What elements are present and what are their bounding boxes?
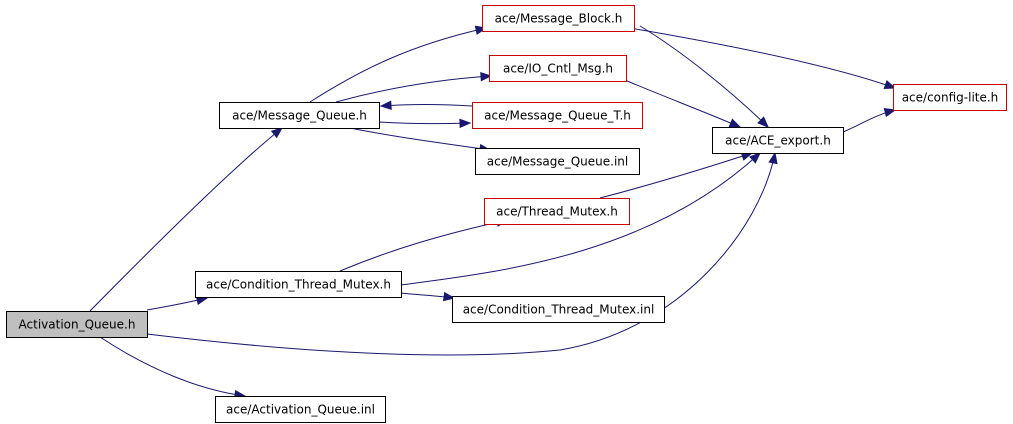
node-message-queue-h[interactable]: ace/Message_Queue.h xyxy=(219,102,380,129)
edge-line xyxy=(400,152,761,286)
node-label: ace/Condition_Thread_Mutex.inl xyxy=(463,303,655,317)
node-box xyxy=(482,5,635,32)
edge-line xyxy=(619,77,741,128)
node-activation-queue-h: Activation_Queue.h xyxy=(6,311,148,338)
node-box xyxy=(712,127,844,154)
node-label: ace/Message_Queue_T.h xyxy=(484,109,631,123)
arrowhead-icon xyxy=(757,116,769,128)
edge-message_queue_h-to-message_queue_inl xyxy=(349,127,492,154)
edge-activation_queue_h-to-activation_queue_inl xyxy=(99,336,247,400)
edge-condition_thread_mutex_h-to-thread_mutex_h xyxy=(339,217,509,272)
node-message-queue-inl[interactable]: ace/Message_Queue.inl xyxy=(475,148,640,175)
arrowhead-icon xyxy=(459,118,472,129)
node-label: ace/Message_Block.h xyxy=(495,12,623,26)
node-label: ace/ACE_export.h xyxy=(725,134,831,148)
edge-io_cntl_msg_h-to-ace_export_h xyxy=(619,77,742,128)
edge-condition_thread_mutex_h-to-condition_thread_mutex_inl xyxy=(400,291,456,302)
arrowhead-icon xyxy=(480,71,493,82)
edge-message_queue_h-to-message_block_h xyxy=(309,25,488,103)
edge-line xyxy=(349,127,491,151)
edge-line xyxy=(639,25,769,128)
node-activation-queue-inl[interactable]: ace/Activation_Queue.inl xyxy=(215,396,386,423)
node-box xyxy=(452,296,665,323)
node-message-queue-t-h[interactable]: ace/Message_Queue_T.h xyxy=(472,102,643,129)
node-label: ace/Condition_Thread_Mutex.h xyxy=(206,278,391,292)
edge-message_queue_t_h-to-message_queue_h xyxy=(379,100,473,111)
node-box xyxy=(215,396,386,423)
node-box xyxy=(219,102,380,129)
arrowhead-icon xyxy=(749,152,761,164)
node-label: ace/Activation_Queue.inl xyxy=(226,403,375,417)
arrowhead-icon xyxy=(379,100,392,111)
edge-ace_export_h-to-config_lite_h xyxy=(842,107,897,133)
edge-line xyxy=(599,152,753,199)
node-box xyxy=(893,84,1007,111)
node-box xyxy=(489,55,627,82)
node-label: ace/IO_Cntl_Msg.h xyxy=(503,62,613,76)
node-box xyxy=(6,311,148,338)
node-ace-export-h[interactable]: ace/ACE_export.h xyxy=(712,127,844,154)
node-io-cntl-msg-h[interactable]: ace/IO_Cntl_Msg.h xyxy=(489,55,627,82)
edge-line xyxy=(378,121,471,125)
node-box xyxy=(472,102,643,129)
node-thread-mutex-h[interactable]: ace/Thread_Mutex.h xyxy=(484,198,630,225)
node-condition-thread-mutex-inl[interactable]: ace/Condition_Thread_Mutex.inl xyxy=(452,296,665,323)
arrowhead-icon xyxy=(728,118,742,128)
edge-line xyxy=(629,27,896,89)
edge-line xyxy=(99,336,246,397)
edge-activation_queue_h-to-condition_thread_mutex_h xyxy=(146,295,209,311)
arrowhead-icon xyxy=(442,291,456,302)
arrowhead-icon xyxy=(883,80,897,89)
edge-line xyxy=(309,27,487,103)
arrowhead-icon xyxy=(768,151,778,165)
edge-line xyxy=(89,127,283,312)
edge-condition_thread_mutex_h-to-ace_export_h xyxy=(400,152,761,286)
edge-line xyxy=(335,75,492,103)
edge-line xyxy=(339,219,508,272)
nodes-layer: Activation_Queue.hace/Message_Queue.hace… xyxy=(6,5,1007,423)
node-box xyxy=(484,198,630,225)
node-message-block-h[interactable]: ace/Message_Block.h xyxy=(482,5,635,32)
node-label: ace/config-lite.h xyxy=(902,91,999,105)
arrowhead-icon xyxy=(270,127,284,139)
node-condition-thread-mutex-h[interactable]: ace/Condition_Thread_Mutex.h xyxy=(195,271,402,298)
node-config-lite-h[interactable]: ace/config-lite.h xyxy=(893,84,1007,111)
edge-activation_queue_h-to-message_queue_h xyxy=(89,127,284,312)
edge-message_block_h-to-config_lite_h xyxy=(629,27,897,89)
node-box xyxy=(475,148,640,175)
node-label: Activation_Queue.h xyxy=(19,318,136,332)
edge-message_queue_h-to-message_queue_t_h xyxy=(378,118,472,129)
edge-line xyxy=(380,104,473,107)
edge-message_block_h-to-ace_export_h xyxy=(639,25,769,128)
edge-line xyxy=(146,152,776,356)
edge-message_queue_h-to-io_cntl_msg_h xyxy=(335,71,493,103)
node-label: ace/Message_Queue.inl xyxy=(487,155,628,169)
node-box xyxy=(195,271,402,298)
arrowhead-icon xyxy=(883,107,897,118)
node-label: ace/Message_Queue.h xyxy=(232,109,367,123)
edge-activation_queue_h-to-ace_export_h xyxy=(146,151,778,356)
node-label: ace/Thread_Mutex.h xyxy=(496,205,618,219)
